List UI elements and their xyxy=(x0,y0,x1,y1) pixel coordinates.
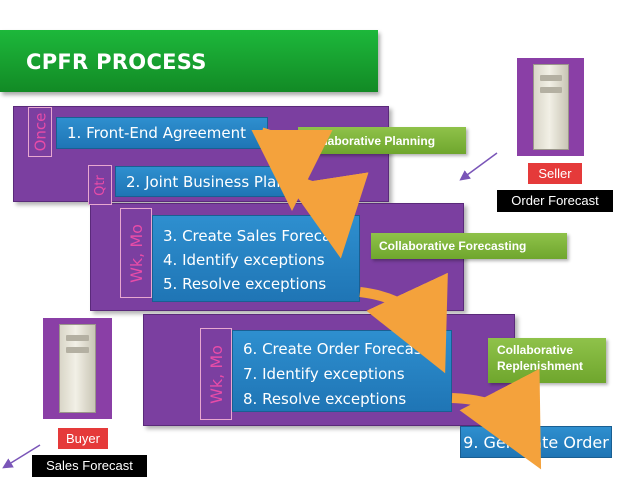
seller-label: Seller xyxy=(528,163,582,184)
step-front-end-agreement: 1. Front-End Agreement xyxy=(56,117,268,149)
buyer-server-image xyxy=(43,318,112,419)
step-create-sales-forecast: 3. Create Sales Forecast xyxy=(163,227,345,245)
page-title: CPFR PROCESS xyxy=(26,50,207,74)
step-resolve-exceptions-order: 8. Resolve exceptions xyxy=(243,390,407,408)
order-forecast-label: Order Forecast xyxy=(497,190,613,212)
step-identify-exceptions-order: 7. Identify exceptions xyxy=(243,365,405,383)
collaborative-planning-tag: Collaborative Planning xyxy=(298,127,466,154)
replenishment-tag-line-1: Collaborative xyxy=(497,343,574,357)
step-identify-exceptions-sales: 4. Identify exceptions xyxy=(163,251,325,269)
step-generate-order: 9. Generate Order xyxy=(460,426,612,458)
frequency-wk-mo-label-1: Wk, Mo xyxy=(126,223,146,283)
collaborative-replenishment-tag: Collaborative Replenishment xyxy=(488,338,606,383)
frequency-once-label: Once xyxy=(31,112,50,152)
server-tower-icon xyxy=(59,324,96,413)
collaborative-forecasting-tag: Collaborative Forecasting xyxy=(371,233,567,259)
title-banner xyxy=(0,30,378,92)
step-order-forecast-group: 6. Create Order Forecast 7. Identify exc… xyxy=(232,330,452,412)
frequency-qtr-label: Qtr xyxy=(92,174,108,196)
frequency-wk-mo-tab-1: Wk, Mo xyxy=(120,208,152,298)
step-resolve-exceptions-sales: 5. Resolve exceptions xyxy=(163,275,327,293)
frequency-once-tab: Once xyxy=(28,107,52,157)
step-sales-forecast-group: 3. Create Sales Forecast 4. Identify exc… xyxy=(152,215,360,302)
sales-forecast-label: Sales Forecast xyxy=(32,455,147,477)
step-joint-business-plan: 2. Joint Business Plan xyxy=(115,166,305,197)
buyer-label: Buyer xyxy=(58,428,108,449)
replenishment-tag-line-2: Replenishment xyxy=(497,359,584,373)
server-tower-icon xyxy=(533,64,569,150)
frequency-wk-mo-tab-2: Wk, Mo xyxy=(200,328,232,420)
frequency-wk-mo-label-2: Wk, Mo xyxy=(206,344,226,404)
frequency-qtr-tab: Qtr xyxy=(88,165,112,205)
seller-server-image xyxy=(517,58,584,156)
step-create-order-forecast: 6. Create Order Forecast xyxy=(243,340,428,358)
